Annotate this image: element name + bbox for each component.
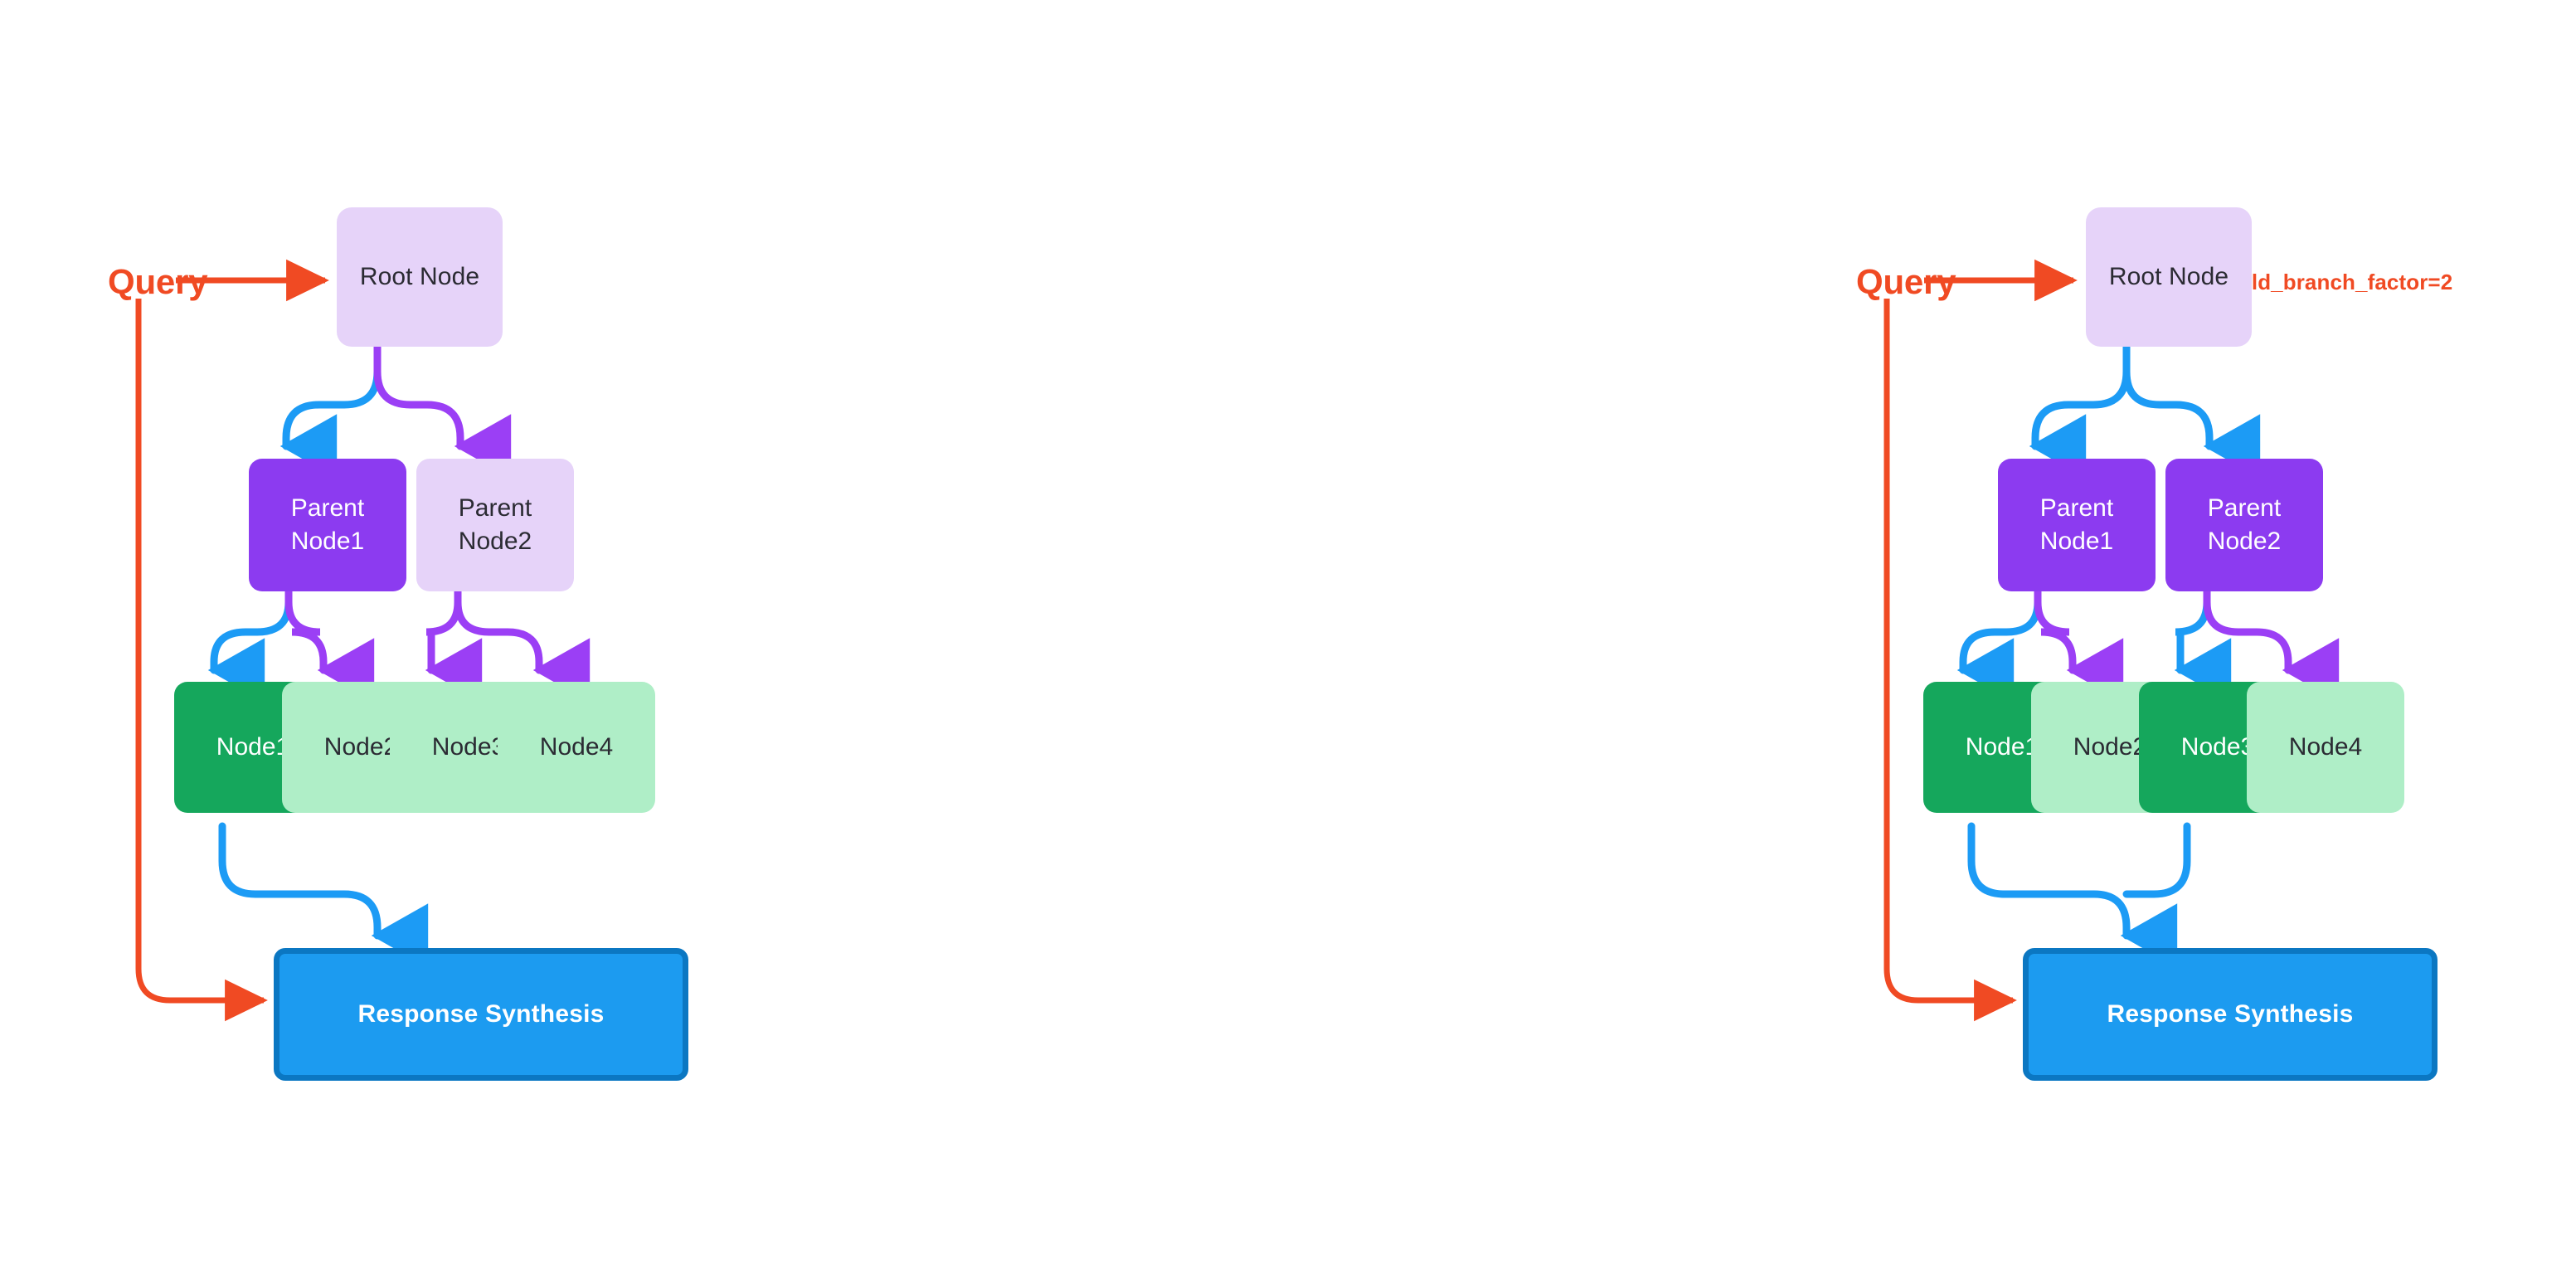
edge-node1-to-synthesis: [1967, 822, 2178, 968]
edge-root-to-parent2: [373, 343, 512, 479]
node-parent-2-right[interactable]: Parent Node2: [2165, 459, 2323, 591]
node-leaf-4-left[interactable]: Node4: [498, 682, 655, 813]
node-root-left[interactable]: Root Node: [337, 207, 503, 347]
edge-node3-to-synthesis: [2122, 822, 2191, 898]
node-leaf-4-right[interactable]: Node4: [2247, 682, 2404, 813]
node-response-synthesis-right[interactable]: Response Synthesis: [2023, 948, 2437, 1081]
edge-parent2-to-node3: [2174, 575, 2232, 703]
edge-parent2-to-node4: [2203, 575, 2340, 703]
edge-root-to-parent2: [2122, 343, 2261, 479]
edge-root-to-parent1: [279, 343, 382, 479]
node-response-synthesis-left[interactable]: Response Synthesis: [274, 948, 688, 1081]
node-root-right[interactable]: Root Node: [2086, 207, 2252, 347]
edge-node1-to-synthesis: [218, 822, 429, 968]
edges-right: [1883, 259, 2340, 1022]
edge-parent2-to-node4: [454, 575, 591, 703]
diagram-right: Query child_branch_factor=2 Root Node Pa…: [1174, 0, 2462, 1274]
edges-left: [135, 259, 591, 1022]
node-parent-2-left[interactable]: Parent Node2: [416, 459, 574, 591]
edge-parent1-to-node2: [284, 575, 375, 703]
query-label-left: Query: [108, 262, 208, 301]
edge-parent1-to-node2: [2034, 575, 2124, 703]
edge-parent2-to-node3: [425, 575, 483, 703]
edge-root-to-parent1: [2029, 343, 2131, 479]
edge-query-to-synthesis: [135, 299, 268, 1022]
node-parent-1-left[interactable]: Parent Node1: [249, 459, 406, 591]
diagram-left: Query Root Node Parent Node1 Parent Node…: [108, 207, 688, 1081]
edge-parent1-to-node1: [1956, 575, 2042, 703]
node-parent-1-right[interactable]: Parent Node1: [1998, 459, 2156, 591]
edge-query-to-synthesis: [1883, 299, 2017, 1022]
child-branch-factor-label: child_branch_factor=2: [2220, 270, 2453, 294]
query-label-right: Query: [1856, 262, 1956, 301]
